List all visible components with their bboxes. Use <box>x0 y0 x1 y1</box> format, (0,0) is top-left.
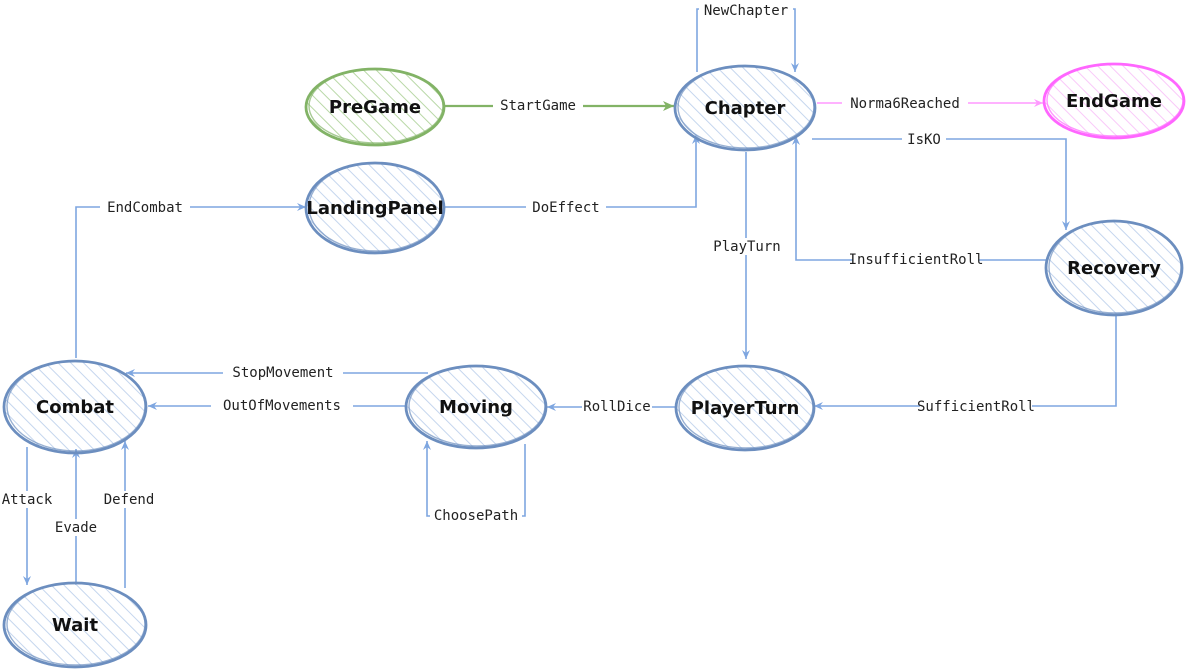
edge-choose-path <box>423 441 526 517</box>
label-bg <box>223 364 343 381</box>
edge-label-defend: Defend <box>104 492 155 508</box>
edge-label-insufficient-roll: InsufficientRoll <box>849 252 984 268</box>
edge-label-attack: Attack <box>2 492 53 508</box>
edge-do-effect <box>445 135 700 208</box>
node-label: Wait <box>52 615 99 636</box>
state-recovery[interactable]: Recovery <box>1044 219 1184 317</box>
label-bg <box>50 519 102 536</box>
edge-label-start-game: StartGame <box>500 98 576 114</box>
edge-label-new-chapter: NewChapter <box>704 3 788 19</box>
label-bg <box>99 491 159 508</box>
state-wait[interactable]: Wait <box>2 581 148 669</box>
state-landing-panel[interactable]: LandingPanel <box>304 161 446 255</box>
node-label: Combat <box>36 397 114 418</box>
edge-label-end-combat: EndCombat <box>107 200 183 216</box>
edge-sufficient-roll <box>814 316 1117 410</box>
label-bg <box>526 199 606 216</box>
edge-label-out-of-movements: OutOfMovements <box>223 398 341 414</box>
state-endgame[interactable]: EndGame <box>1042 62 1186 140</box>
state-pregame[interactable]: PreGame <box>304 67 446 147</box>
label-bg <box>493 97 583 114</box>
label-bg <box>902 131 946 148</box>
state-moving[interactable]: Moving <box>404 364 548 450</box>
state-combat[interactable]: Combat <box>2 359 148 455</box>
state-player-turn[interactable]: PlayerTurn <box>674 364 816 452</box>
label-bg <box>842 95 968 112</box>
edge-label-play-turn: PlayTurn <box>713 239 780 255</box>
label-bg <box>100 199 190 216</box>
label-bg <box>0 491 56 508</box>
edge-label-choose-path: ChoosePath <box>434 508 518 524</box>
node-label: EndGame <box>1066 91 1162 112</box>
edge-label-is-ko: IsKO <box>907 132 941 148</box>
node-label: Recovery <box>1067 258 1161 279</box>
label-bg <box>853 251 979 268</box>
edge-is-ko <box>812 138 1070 230</box>
node-label: LandingPanel <box>306 198 443 219</box>
edge-end-combat <box>75 203 306 358</box>
edge-label-roll-dice: RollDice <box>583 399 650 415</box>
edge-label-stop-movement: StopMovement <box>232 365 333 381</box>
edge-label-sufficient-roll: SufficientRoll <box>917 399 1035 415</box>
label-bg <box>582 398 652 415</box>
label-bg <box>430 507 522 524</box>
label-bg <box>699 2 793 18</box>
node-label: Chapter <box>705 98 786 119</box>
edge-label-norma6-reached: Norma6Reached <box>850 96 960 112</box>
edge-label-do-effect: DoEffect <box>532 200 599 216</box>
label-bg <box>709 238 785 255</box>
state-chapter[interactable]: Chapter <box>673 64 817 152</box>
edge-insufficient-roll <box>792 136 1046 261</box>
node-label: PlayerTurn <box>691 398 800 419</box>
label-bg <box>920 398 1032 415</box>
label-bg <box>211 397 353 414</box>
edge-label-evade: Evade <box>55 520 97 536</box>
node-label: PreGame <box>329 97 421 118</box>
node-label: Moving <box>439 397 513 418</box>
